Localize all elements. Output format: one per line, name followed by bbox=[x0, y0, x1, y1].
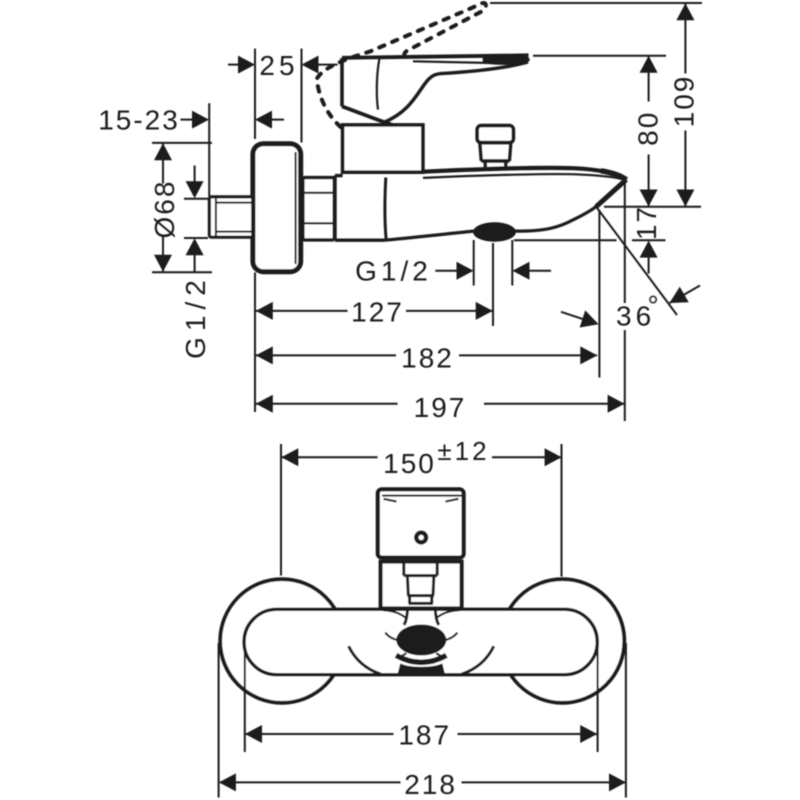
svg-text:Ø68: Ø68 bbox=[149, 180, 180, 239]
svg-text:218: 218 bbox=[404, 769, 457, 800]
svg-text:36: 36 bbox=[616, 300, 655, 331]
svg-text:17: 17 bbox=[631, 205, 662, 240]
svg-text:182: 182 bbox=[401, 342, 454, 373]
svg-text:150: 150 bbox=[383, 448, 436, 479]
svg-text:80: 80 bbox=[632, 111, 663, 146]
svg-text:G1/2: G1/2 bbox=[355, 256, 432, 287]
svg-text:15-23: 15-23 bbox=[98, 105, 180, 136]
svg-text:127: 127 bbox=[351, 296, 404, 327]
svg-text:±12: ±12 bbox=[437, 436, 489, 466]
svg-text:25: 25 bbox=[259, 50, 298, 81]
svg-text:197: 197 bbox=[414, 392, 467, 423]
svg-text:°: ° bbox=[648, 290, 661, 321]
svg-text:G1/2: G1/2 bbox=[180, 274, 211, 359]
svg-text:187: 187 bbox=[398, 720, 451, 751]
svg-text:109: 109 bbox=[669, 75, 700, 128]
